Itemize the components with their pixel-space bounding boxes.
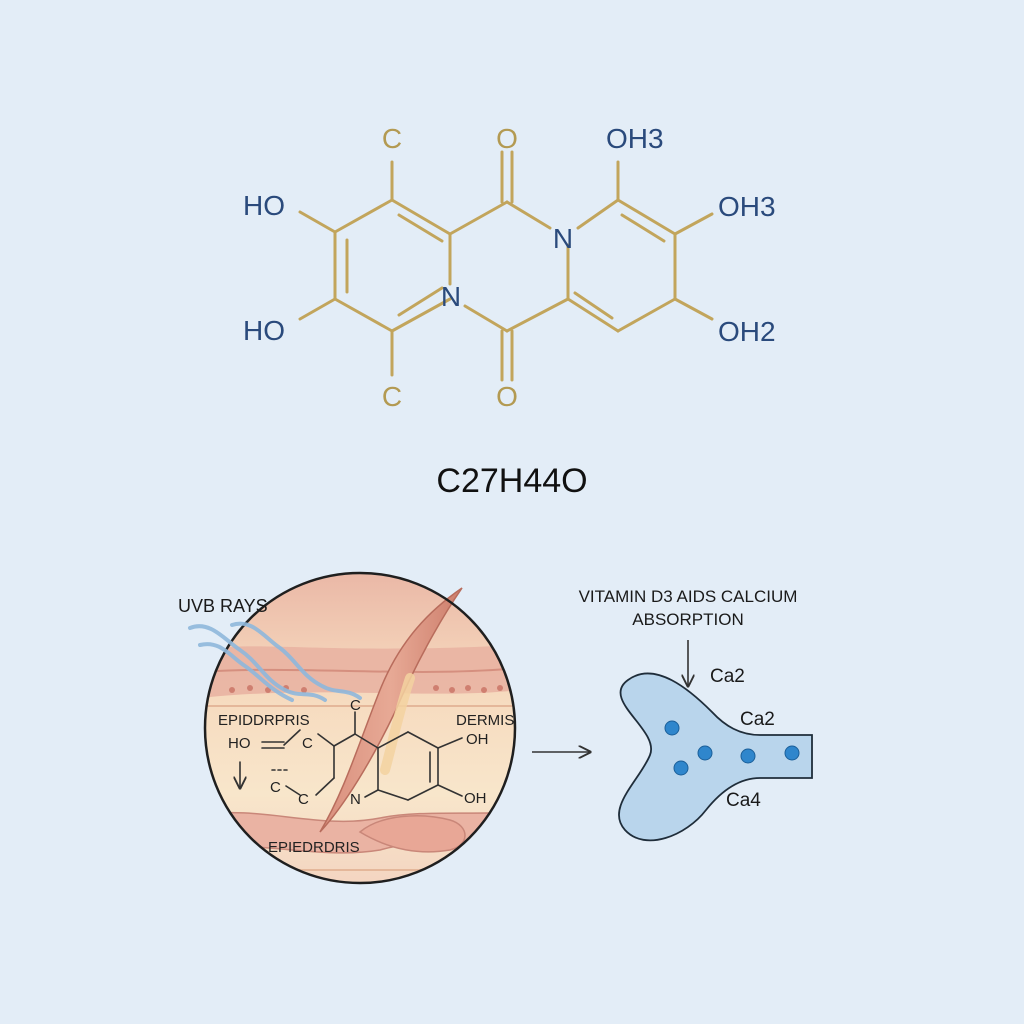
uvb-rays bbox=[188, 621, 362, 702]
calcium-ions bbox=[664, 720, 800, 776]
label-epidermis-bottom: EPIEDRDRIS bbox=[268, 839, 360, 856]
absorption-caption-line1: VITAMIN D3 AIDS CALCIUM bbox=[579, 587, 798, 606]
label-epidermis-top: EPIDDRPRIS bbox=[218, 712, 310, 729]
inner-atom-c2: C bbox=[270, 779, 281, 796]
atom-o-top: O bbox=[496, 123, 518, 154]
ion-label-2: Ca2 bbox=[740, 709, 775, 730]
ion-label-3: Ca4 bbox=[726, 790, 761, 811]
molecule-bonds bbox=[298, 150, 714, 382]
uvb-label: UVB RAYS bbox=[178, 596, 268, 616]
atom-oh3-right: OH3 bbox=[718, 191, 776, 222]
atom-oh3-top: OH3 bbox=[606, 123, 664, 154]
hair-follicle bbox=[319, 587, 463, 833]
inner-atom-c3: C bbox=[298, 791, 309, 808]
blood-vessel bbox=[618, 672, 813, 842]
inner-atom-oh2: OH bbox=[464, 790, 487, 807]
atom-n-left: N bbox=[441, 281, 461, 312]
inner-atom-n: N bbox=[350, 791, 361, 808]
molecule-structure: C O OH3 HO N OH3 HO N OH2 C O bbox=[243, 123, 776, 412]
inner-atom-oh1: OH bbox=[466, 731, 489, 748]
atom-c-bottom: C bbox=[382, 381, 402, 412]
molecular-formula: C27H44O bbox=[436, 462, 587, 500]
inner-atom-ho: HO bbox=[228, 735, 251, 752]
atom-ho-left-top: HO bbox=[243, 190, 285, 221]
atom-n-right: N bbox=[553, 223, 573, 254]
absorption-caption-line2: ABSORPTION bbox=[632, 610, 743, 629]
skin-cross-section: EPIDDRPRIS DERMIS HO C C C C N OH OH EPI… bbox=[178, 571, 517, 885]
atom-o-bottom: O bbox=[496, 381, 518, 412]
atom-c-top: C bbox=[382, 123, 402, 154]
atom-ho-left-bottom: HO bbox=[243, 315, 285, 346]
atom-oh2-right: OH2 bbox=[718, 316, 776, 347]
label-dermis: DERMIS bbox=[456, 712, 514, 729]
inner-atom-c-top: C bbox=[350, 697, 361, 714]
ion-label-1: Ca2 bbox=[710, 666, 745, 687]
absorption-panel: VITAMIN D3 AIDS CALCIUM ABSORPTION Ca2 C… bbox=[579, 587, 813, 842]
magnifier-circle bbox=[203, 571, 517, 885]
inner-molecule: EPIDDRPRIS DERMIS HO C C C C N OH OH EPI… bbox=[218, 697, 514, 856]
inner-atom-c1: C bbox=[302, 735, 313, 752]
